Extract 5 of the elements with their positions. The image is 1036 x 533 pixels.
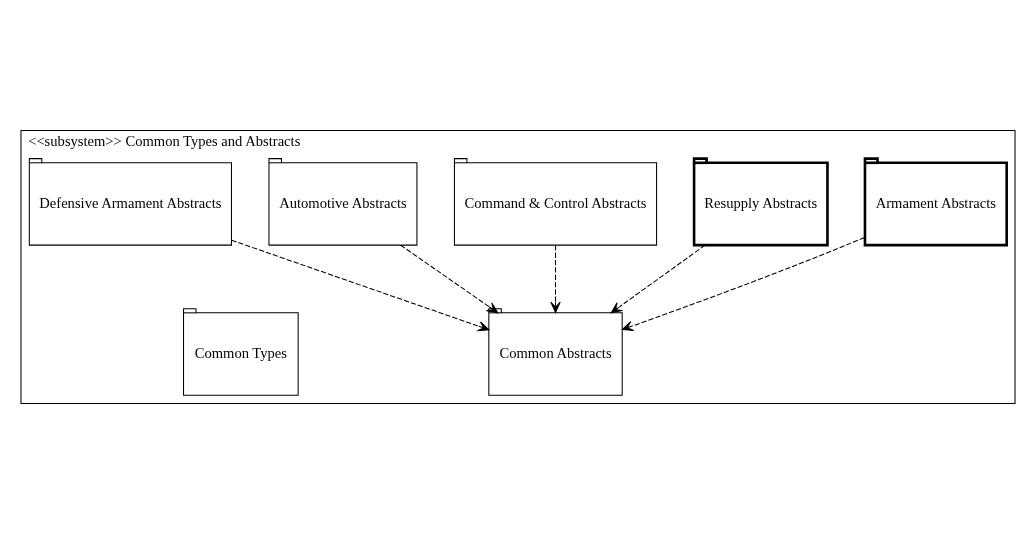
arrow	[231, 239, 490, 331]
arrow	[610, 244, 706, 313]
arrow	[550, 244, 561, 313]
arrow	[621, 236, 866, 331]
arrow	[400, 244, 499, 313]
